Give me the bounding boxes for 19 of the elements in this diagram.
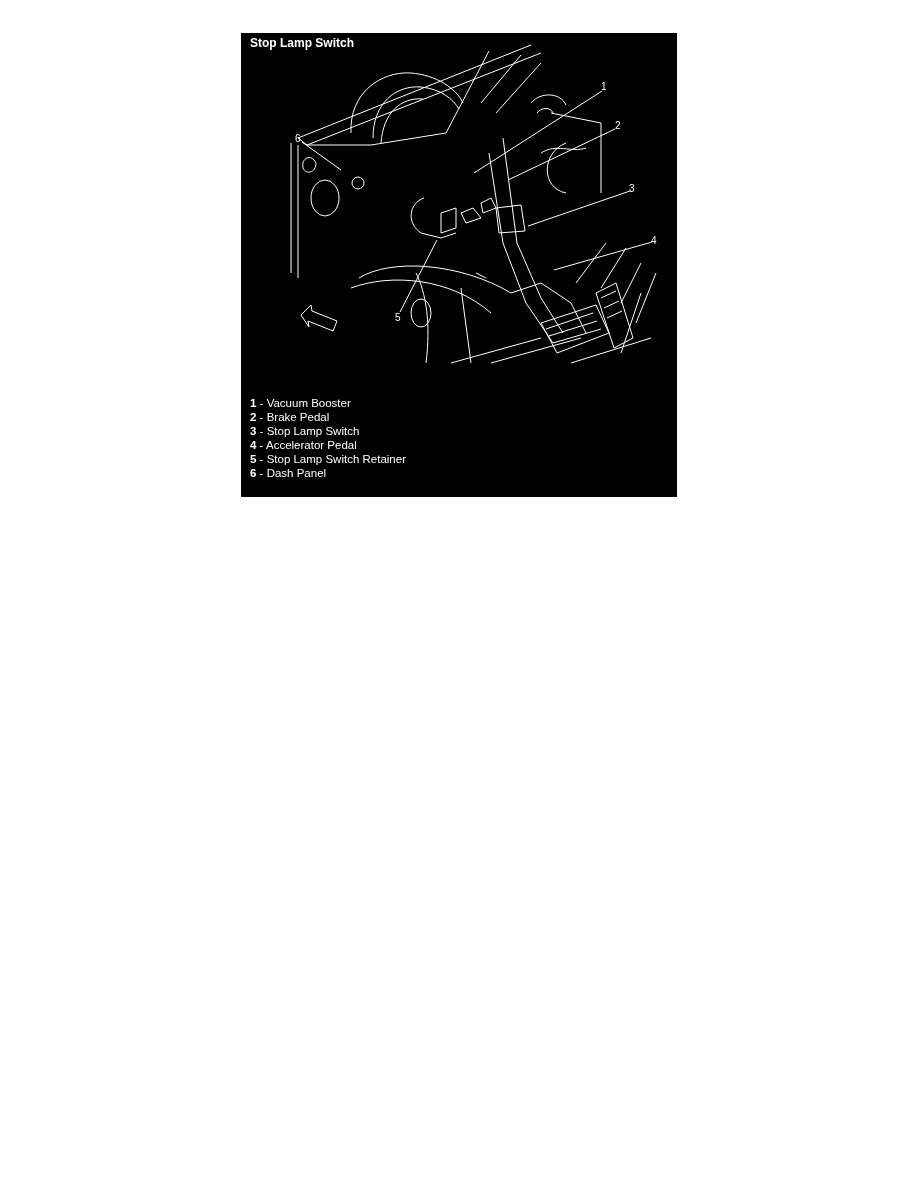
callout-number: 6 <box>295 133 301 144</box>
callout-number: 2 <box>615 120 621 131</box>
legend-entry: 6 - Dash Panel <box>250 466 327 480</box>
leader-line <box>399 239 438 313</box>
callout-number: 5 <box>395 312 401 323</box>
legend-entry: 1 - Vacuum Booster <box>250 396 351 410</box>
leader-line <box>527 190 631 227</box>
legend-entry: 2 - Brake Pedal <box>250 410 330 424</box>
leader-line <box>553 241 653 271</box>
leader-line <box>507 128 616 181</box>
leader-line <box>473 90 603 174</box>
legend-entry: 4 - Accelerator Pedal <box>250 438 357 452</box>
legend-entry: 3 - Stop Lamp Switch <box>250 424 360 438</box>
callout-number: 3 <box>629 183 635 194</box>
leader-line <box>301 141 342 171</box>
diagram-title: Stop Lamp Switch <box>250 36 354 50</box>
legend-entry: 5 - Stop Lamp Switch Retainer <box>250 452 406 466</box>
callout-number: 4 <box>651 235 657 246</box>
callout-number: 1 <box>601 81 607 92</box>
